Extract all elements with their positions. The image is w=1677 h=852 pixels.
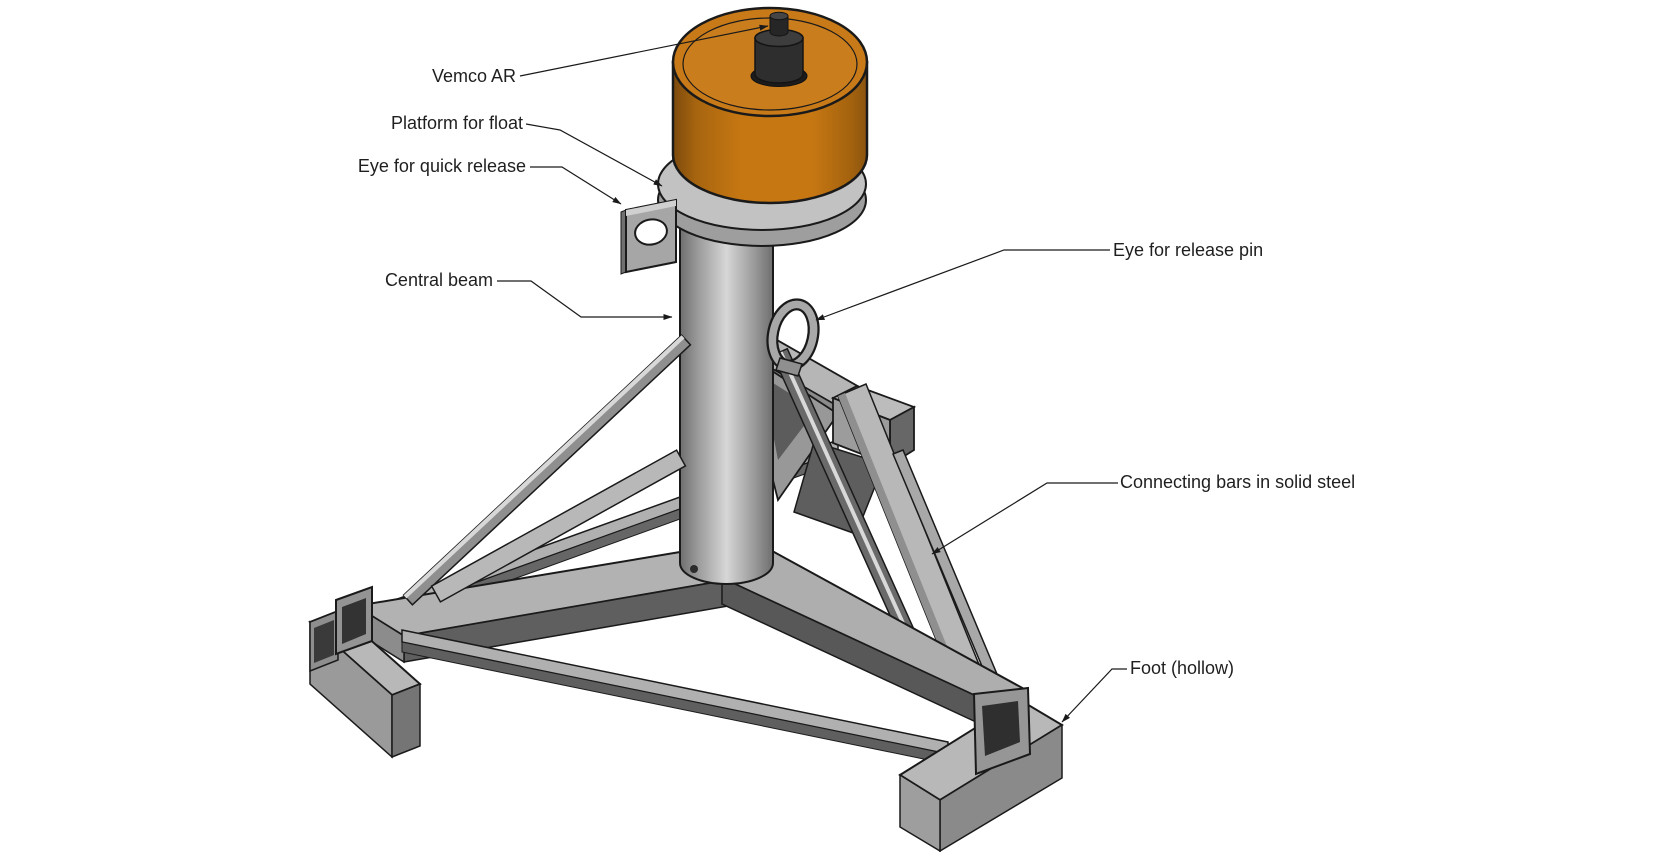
left-foot-hollow-opening <box>314 620 334 663</box>
leader-platform <box>525 123 663 187</box>
leader-release-pin <box>815 249 1110 321</box>
label-platform-for-float: Platform for float <box>390 113 523 133</box>
leader-vemco-ar <box>519 24 769 77</box>
leader-quick-release <box>530 166 622 205</box>
central-beam-part <box>679 199 774 585</box>
leader-lines <box>497 24 1127 723</box>
front-right-foot <box>898 686 1064 852</box>
leader-foot <box>1061 668 1127 723</box>
eye-plate-hole <box>634 218 668 246</box>
leader-central-beam <box>497 280 673 320</box>
right-leg-hollow-opening <box>982 701 1020 756</box>
left-braces <box>402 334 692 606</box>
left-foot <box>308 585 422 759</box>
label-eye-for-release-pin: Eye for release pin <box>1113 240 1264 260</box>
leader-connecting-bars <box>931 482 1118 555</box>
release-pin-ring <box>766 298 820 377</box>
vemco-transducer-knob <box>750 11 808 87</box>
connecting-bars-right <box>771 347 987 695</box>
label-vemco-ar: Vemco AR <box>431 66 516 86</box>
quick-release-eye-plate <box>620 198 677 275</box>
label-connecting-bars: Connecting bars in solid steel <box>1120 472 1356 492</box>
beam-pin-hole <box>690 565 698 573</box>
label-foot-hollow: Foot (hollow) <box>1130 658 1235 678</box>
left-leg-hollow-opening <box>342 598 366 644</box>
label-central-beam: Central beam <box>384 270 493 290</box>
label-eye-for-quick-release: Eye for quick release <box>357 156 526 176</box>
